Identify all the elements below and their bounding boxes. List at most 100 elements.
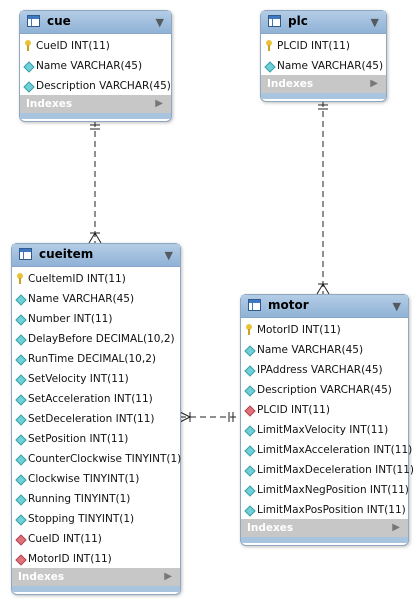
- table-header[interactable]: cue ▼: [20, 11, 171, 34]
- table-header[interactable]: cueitem ▼: [12, 244, 180, 267]
- column-row[interactable]: Description VARCHAR(45): [241, 380, 408, 400]
- indexes-label: Indexes: [18, 571, 65, 583]
- column-icon: [15, 474, 27, 486]
- column-row[interactable]: LimitMaxNegPosition INT(11): [241, 480, 409, 500]
- column-row[interactable]: Name VARCHAR(45): [20, 56, 171, 76]
- crowfoot-marker: [316, 283, 324, 295]
- indexes-section[interactable]: Indexes ▶: [261, 75, 386, 93]
- column-icon: [15, 514, 27, 526]
- column-label: Number INT(11): [28, 313, 113, 325]
- expand-arrow-icon[interactable]: ▶: [370, 78, 378, 89]
- column-row[interactable]: IPAddress VARCHAR(45): [241, 360, 408, 380]
- column-label: Name VARCHAR(45): [257, 344, 364, 356]
- column-row[interactable]: SetAcceleration INT(11): [12, 389, 180, 409]
- column-icon: [244, 425, 256, 437]
- column-row[interactable]: Stopping TINYINT(1): [12, 509, 180, 529]
- column-label: MotorID INT(11): [28, 553, 112, 565]
- column-label: LimitMaxNegPosition INT(11): [257, 484, 409, 496]
- column-icon: [15, 294, 27, 306]
- column-row[interactable]: LimitMaxVelocity INT(11): [241, 420, 408, 440]
- column-label: LimitMaxPosPosition INT(11): [257, 504, 406, 516]
- column-row[interactable]: DelayBefore DECIMAL(10,2): [12, 329, 180, 349]
- column-label: Name VARCHAR(45): [36, 60, 143, 72]
- column-row[interactable]: Number INT(11): [12, 309, 180, 329]
- column-label: Stopping TINYINT(1): [28, 513, 135, 525]
- column-row[interactable]: MotorID INT(11): [12, 549, 180, 569]
- column-icon: [15, 374, 27, 386]
- primary-key-icon: [266, 40, 272, 51]
- crowfoot-marker: [179, 411, 191, 418]
- column-label: Name VARCHAR(45): [28, 293, 135, 305]
- column-icon: [244, 445, 256, 457]
- foreign-key-icon: [244, 405, 256, 417]
- column-icon: [15, 454, 27, 466]
- column-label: CueID INT(11): [36, 40, 110, 52]
- indexes-section[interactable]: Indexes ▶: [20, 95, 171, 113]
- table-plc[interactable]: plc ▼ PLCID INT(11) Name VARCHAR(45) Ind…: [260, 10, 387, 102]
- column-label: CounterClockwise TINYINT(1): [28, 453, 182, 465]
- column-row[interactable]: Name VARCHAR(45): [241, 340, 408, 360]
- table-cueitem[interactable]: cueitem ▼ CueItemID INT(11) Name VARCHAR…: [11, 243, 181, 595]
- indexes-label: Indexes: [267, 78, 314, 90]
- column-row[interactable]: CueID INT(11): [20, 36, 171, 56]
- crowfoot-marker: [94, 232, 102, 244]
- column-icon: [15, 314, 27, 326]
- collapse-arrow-icon[interactable]: ▼: [155, 16, 164, 29]
- expand-arrow-icon[interactable]: ▶: [392, 522, 400, 533]
- column-label: LimitMaxDeceleration INT(11): [257, 464, 415, 476]
- table-footer: [20, 113, 171, 119]
- column-row[interactable]: MotorID INT(11): [241, 320, 408, 340]
- column-row[interactable]: LimitMaxAcceleration INT(11): [241, 440, 412, 460]
- collapse-arrow-icon[interactable]: ▼: [370, 16, 379, 29]
- primary-key-icon: [246, 324, 252, 335]
- column-label: PLCID INT(11): [277, 40, 350, 52]
- column-row[interactable]: Name VARCHAR(45): [261, 56, 386, 76]
- column-label: SetVelocity INT(11): [28, 373, 129, 385]
- table-motor[interactable]: motor ▼ MotorID INT(11) Name VARCHAR(45)…: [240, 294, 414, 546]
- column-row[interactable]: PLCID INT(11): [261, 36, 386, 56]
- expand-arrow-icon[interactable]: ▶: [164, 571, 172, 582]
- column-icon: [15, 394, 27, 406]
- column-label: CueID INT(11): [28, 533, 102, 545]
- column-row[interactable]: SetVelocity INT(11): [12, 369, 180, 389]
- table-name: motor: [268, 298, 309, 312]
- expand-arrow-icon[interactable]: ▶: [155, 98, 163, 109]
- indexes-section[interactable]: Indexes ▶: [12, 568, 180, 586]
- column-row[interactable]: Clockwise TINYINT(1): [12, 469, 180, 489]
- column-row[interactable]: RunTime DECIMAL(10,2): [12, 349, 180, 369]
- column-label: SetDeceleration INT(11): [28, 413, 155, 425]
- table-icon: [268, 15, 281, 27]
- column-icon: [15, 494, 27, 506]
- column-row[interactable]: Description VARCHAR(45): [20, 76, 171, 96]
- indexes-section[interactable]: Indexes ▶: [241, 519, 408, 537]
- table-footer: [241, 537, 408, 543]
- collapse-arrow-icon[interactable]: ▼: [392, 300, 401, 313]
- column-label: LimitMaxVelocity INT(11): [257, 424, 389, 436]
- collapse-arrow-icon[interactable]: ▼: [164, 249, 173, 262]
- column-row[interactable]: SetPosition INT(11): [12, 429, 180, 449]
- table-icon: [27, 15, 40, 27]
- primary-key-icon: [17, 273, 23, 284]
- column-row[interactable]: CounterClockwise TINYINT(1): [12, 449, 182, 469]
- column-row[interactable]: Running TINYINT(1): [12, 489, 180, 509]
- column-row[interactable]: LimitMaxPosPosition INT(11): [241, 500, 408, 520]
- table-header[interactable]: plc ▼: [261, 11, 386, 34]
- column-row[interactable]: PLCID INT(11): [241, 400, 408, 420]
- column-label: Clockwise TINYINT(1): [28, 473, 140, 485]
- table-icon: [19, 248, 32, 260]
- column-icon: [264, 61, 276, 73]
- column-row[interactable]: CueID INT(11): [12, 529, 180, 549]
- table-footer: [12, 586, 180, 592]
- crowfoot-marker: [179, 416, 191, 423]
- column-row[interactable]: Name VARCHAR(45): [12, 289, 180, 309]
- column-label: LimitMaxAcceleration INT(11): [257, 444, 413, 456]
- column-icon: [244, 465, 256, 477]
- column-row[interactable]: CueItemID INT(11): [12, 269, 180, 289]
- table-name: plc: [288, 14, 308, 28]
- table-header[interactable]: motor ▼: [241, 295, 408, 318]
- table-cue[interactable]: cue ▼ CueID INT(11) Name VARCHAR(45) Des…: [19, 10, 172, 122]
- column-row[interactable]: SetDeceleration INT(11): [12, 409, 180, 429]
- column-row[interactable]: LimitMaxDeceleration INT(11): [241, 460, 414, 480]
- table-icon: [248, 299, 261, 311]
